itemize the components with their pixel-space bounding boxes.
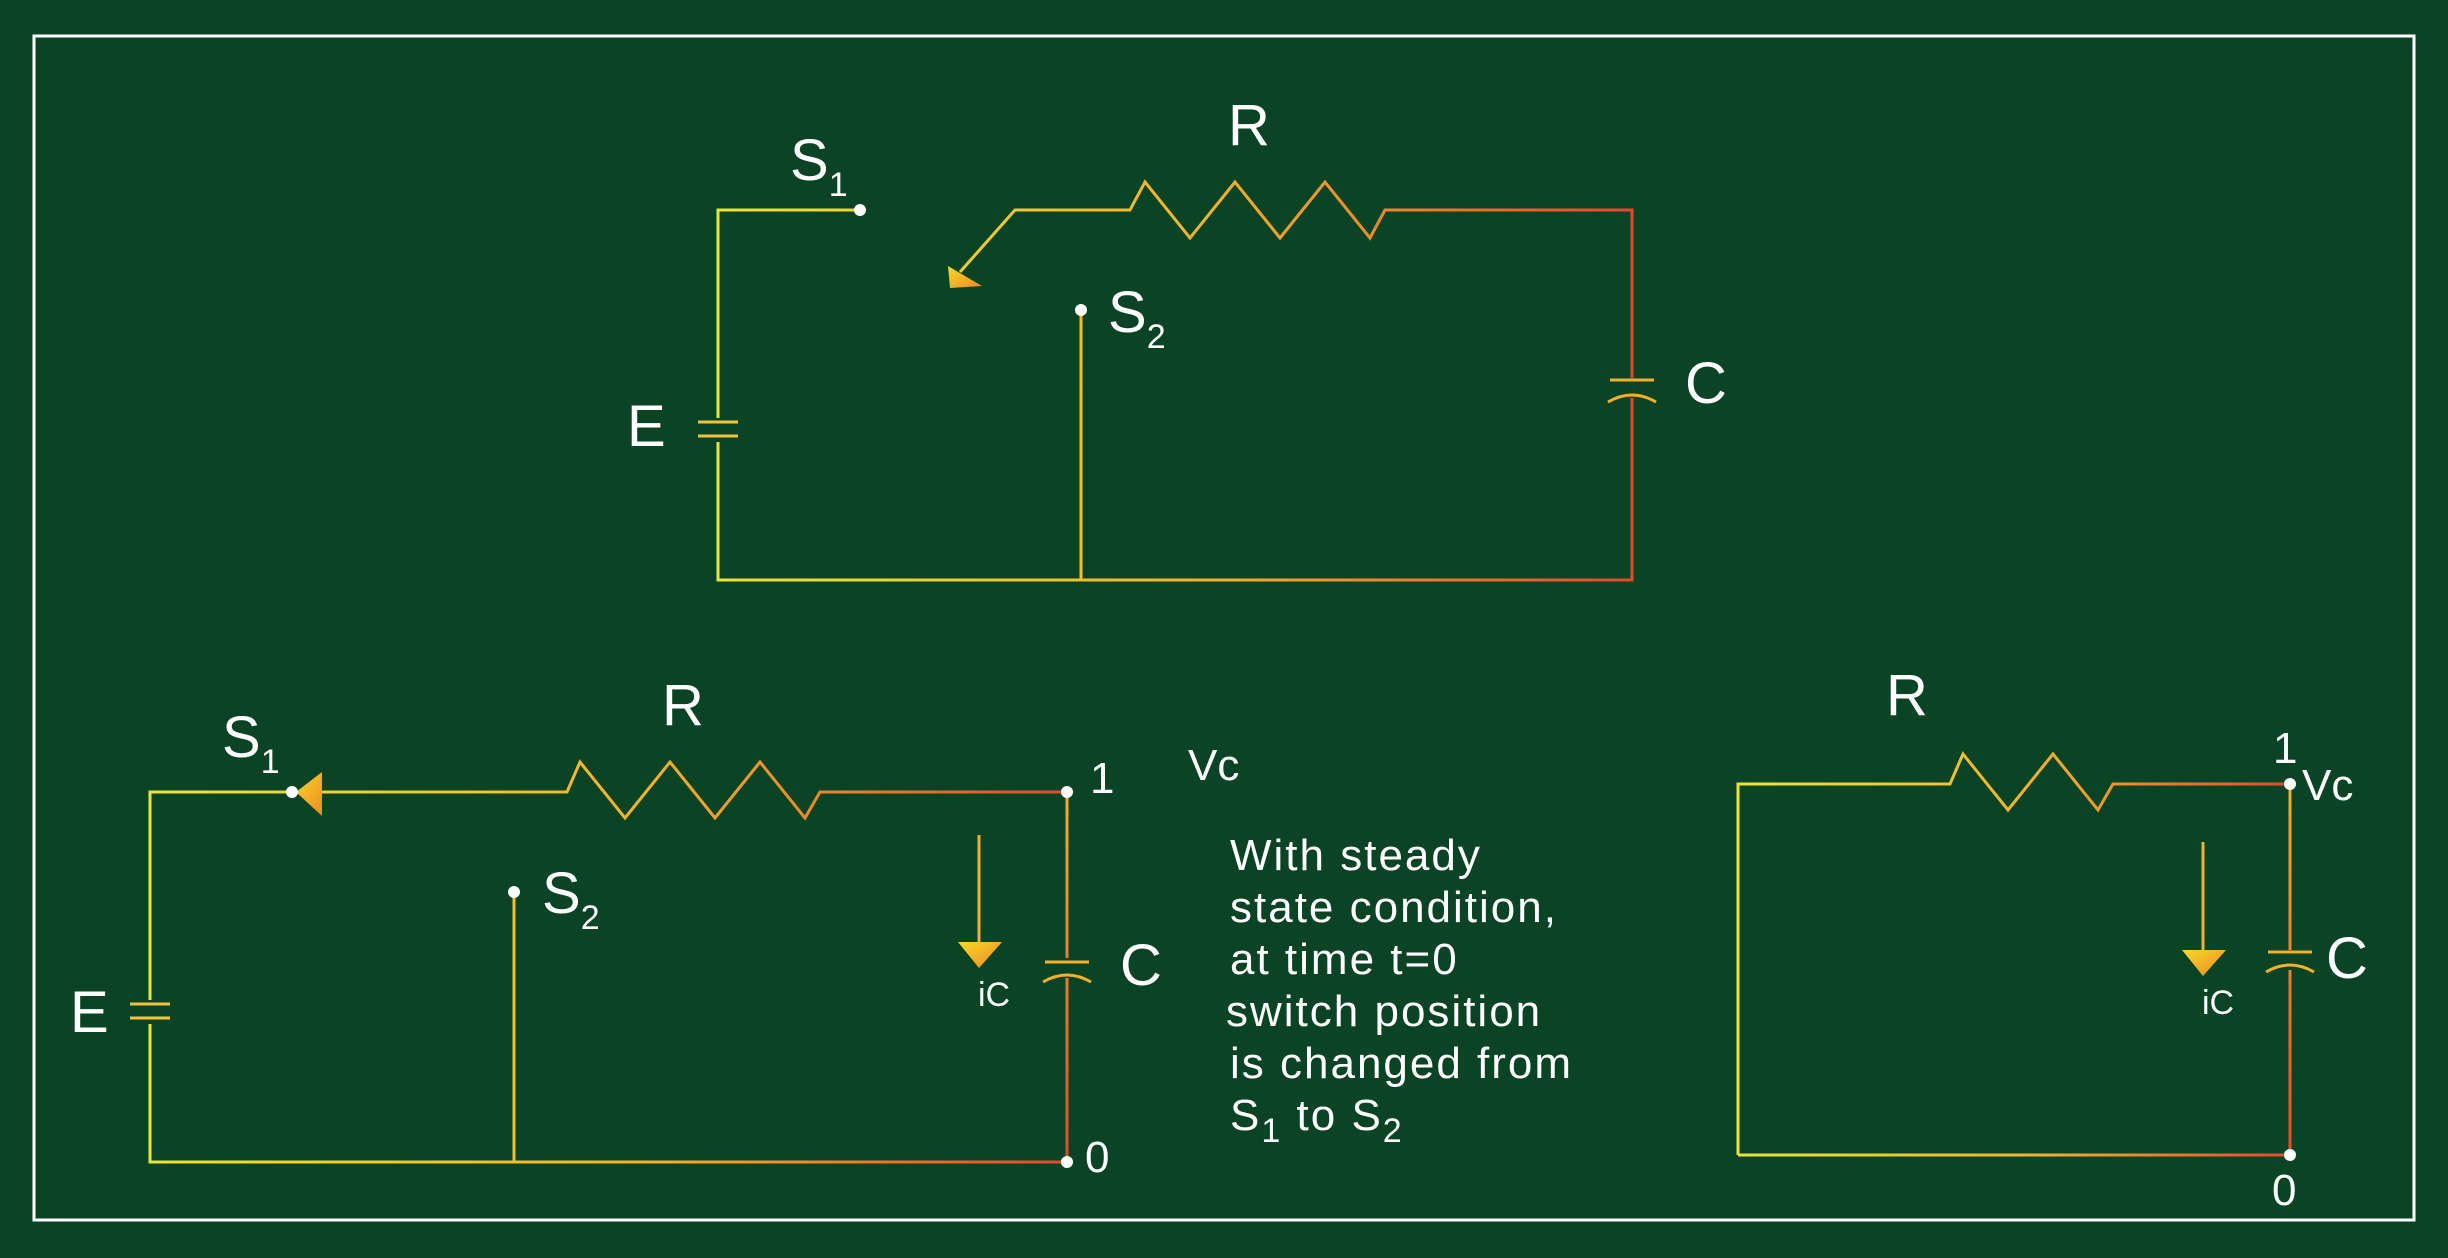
switch-s1-label: S1 (790, 128, 848, 204)
note-line-3: at time t=0 (1230, 935, 1459, 984)
source-e-label: E (627, 394, 666, 459)
node-0-label: 0 (1085, 1133, 1109, 1182)
right-wires (1736, 751, 2292, 1157)
current-arrow-icon (2182, 842, 2226, 976)
switch-s2-label: S2 (542, 861, 600, 937)
right-circuit: R C 1 0 Vc iC (1736, 663, 2368, 1215)
note-line-6: S1 to S2 (1230, 1091, 1404, 1150)
switch-s1-contact (854, 204, 866, 216)
explanation-note: With steady state condition, at time t=0… (1226, 831, 1573, 1150)
battery-e-symbol (698, 420, 738, 438)
note-line-4: switch position (1226, 987, 1542, 1036)
current-arrow-icon (958, 835, 1002, 968)
voltage-vc-label: Vc (1188, 741, 1239, 790)
node-0-label: 0 (2272, 1166, 2296, 1215)
top-wires (716, 179, 1634, 582)
resistor-r-label: R (662, 673, 704, 738)
capacitor-c-label: C (2326, 926, 2368, 991)
switch-arrow-icon (296, 772, 322, 816)
note-line-1: With steady (1230, 831, 1482, 880)
switch-s2-contact (1075, 304, 1087, 316)
capacitor-c-label: C (1120, 933, 1162, 998)
capacitor-c-symbol (1042, 960, 1092, 984)
node-0-dot (1061, 1156, 1073, 1168)
current-ic-label: iC (2202, 984, 2234, 1022)
capacitor-c-symbol (1607, 378, 1657, 404)
note-line-5: is changed from (1230, 1039, 1573, 1088)
switch-s2-contact (508, 886, 520, 898)
left-wires (148, 759, 1069, 1164)
current-ic-label: iC (978, 976, 1010, 1014)
resistor-r-label: R (1228, 93, 1270, 158)
capacitor-c-symbol (2265, 950, 2315, 974)
node-1-label: 1 (2273, 724, 2297, 773)
node-1-dot (1061, 786, 1073, 798)
top-circuit: R C E S1 S2 (627, 93, 1727, 582)
node-0-dot (2284, 1149, 2296, 1161)
switch-s2-label: S2 (1108, 280, 1166, 356)
capacitor-c-label: C (1685, 351, 1727, 416)
note-line-2: state condition, (1230, 883, 1558, 932)
switch-s1-contact (286, 786, 298, 798)
node-1-dot (2284, 778, 2296, 790)
voltage-vc-label: Vc (2302, 761, 2353, 810)
switch-s1-label: S1 (222, 705, 280, 781)
resistor-r-label: R (1886, 663, 1928, 728)
switch-arrow-icon (948, 266, 982, 288)
node-1-label: 1 (1090, 754, 1114, 803)
outer-frame (32, 34, 2416, 1222)
left-circuit: R C E S1 S2 1 0 Vc iC (70, 673, 1239, 1182)
source-e-label: E (70, 980, 109, 1045)
battery-e-symbol (130, 1002, 170, 1020)
